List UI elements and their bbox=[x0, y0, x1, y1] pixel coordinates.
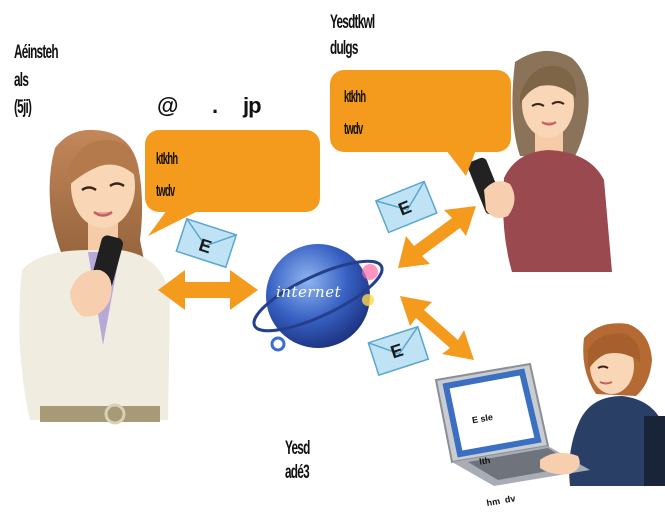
envelope-bottom-right bbox=[367, 325, 430, 377]
sender-name-line-3: (5ji) bbox=[14, 97, 32, 118]
laptop-screen-line-2: lth bbox=[478, 454, 492, 467]
woman-left-figure bbox=[19, 129, 171, 425]
recipient-pc-title-line-1: Yesd bbox=[285, 438, 310, 459]
recipient-phone-title-line-2: dulgs bbox=[330, 38, 358, 59]
right-bubble-tail bbox=[446, 150, 476, 176]
right-bubble-line-1: ktkhh bbox=[344, 87, 366, 106]
illustration bbox=[19, 50, 665, 486]
recipient-phone-title-line-1: Yesdtkwl bbox=[330, 12, 375, 33]
email-at-sign: @ bbox=[157, 93, 178, 118]
left-bubble-line-1: ktkhh bbox=[156, 149, 178, 168]
left-bubble-tail bbox=[148, 206, 200, 236]
envelope-left bbox=[175, 217, 238, 269]
arrow-globe-phone bbox=[398, 206, 476, 268]
left-speech-bubble bbox=[145, 130, 320, 212]
laptop-screen-line-1: E sle bbox=[471, 411, 494, 426]
arrow-left-globe bbox=[158, 270, 258, 310]
man-laptop-figure bbox=[569, 323, 665, 486]
laptop-screen-line-3: hm dv bbox=[485, 493, 517, 509]
sender-name-line-1: Aéinsteh bbox=[14, 42, 59, 63]
laptop bbox=[434, 362, 590, 486]
envelope-top-right bbox=[374, 180, 438, 234]
woman-right-figure bbox=[467, 50, 612, 272]
email-dot: . bbox=[212, 93, 218, 118]
right-bubble-line-2: twdv bbox=[344, 119, 363, 138]
internet-label: internet bbox=[276, 283, 342, 301]
right-speech-bubble bbox=[330, 70, 511, 152]
sender-name-line-2: als bbox=[14, 70, 29, 91]
internet-globe bbox=[252, 244, 384, 352]
recipient-pc-title-line-2: adé3 bbox=[285, 462, 310, 483]
email-tld: jp bbox=[243, 93, 262, 118]
arrow-globe-laptop bbox=[400, 296, 474, 360]
left-bubble-line-2: twdv bbox=[156, 181, 175, 200]
